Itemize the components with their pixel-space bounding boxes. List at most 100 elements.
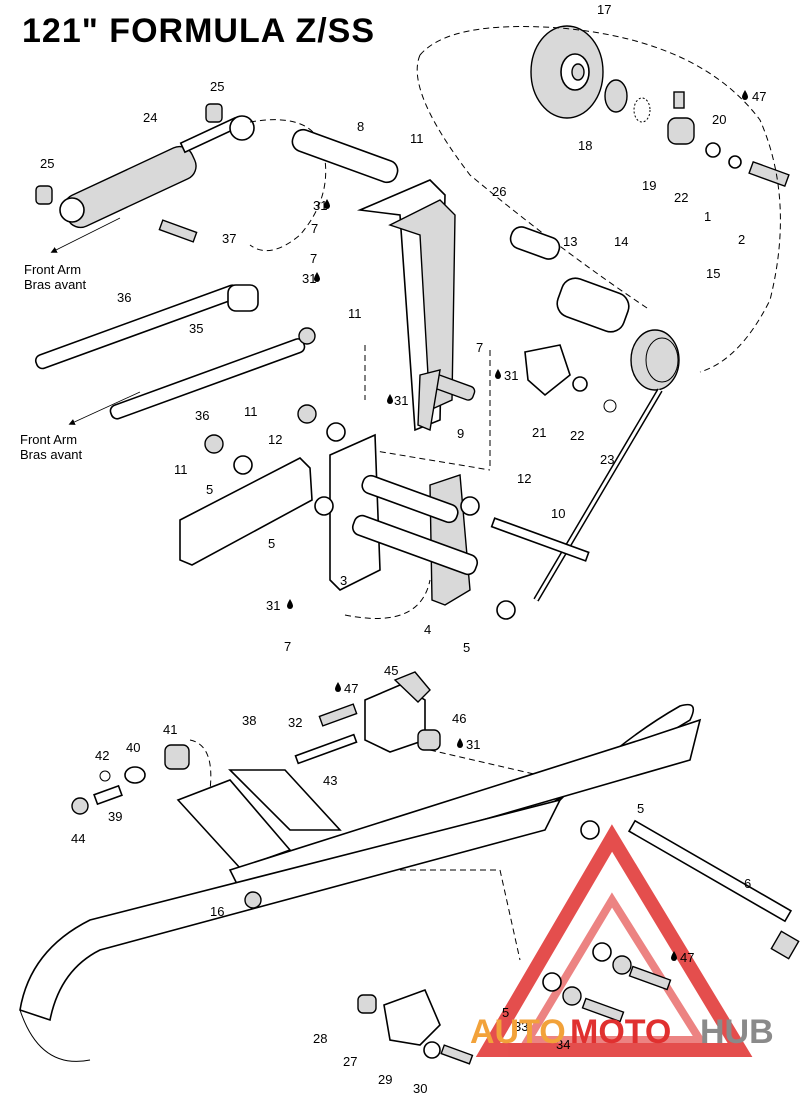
callout: 36	[195, 408, 209, 423]
long-axle-bolt	[627, 819, 793, 923]
rail-washer	[580, 820, 600, 840]
callout: 10	[551, 506, 565, 521]
callout: 13	[563, 234, 577, 249]
callout: 30	[413, 1081, 427, 1096]
pivot-sleeve	[556, 277, 630, 333]
watermark-text-auto: AUTO	[470, 1013, 566, 1051]
front-arm-bushing	[164, 744, 190, 770]
callout: 22	[570, 428, 584, 443]
stopper-washer	[423, 1041, 441, 1059]
idler-wheel-assembly	[416, 25, 790, 373]
lower-bracket-assembly	[179, 404, 590, 620]
rail-left	[19, 798, 562, 1022]
lower-cross-shaft	[361, 474, 459, 524]
callout: 26	[492, 184, 506, 199]
washer-stack	[124, 766, 146, 784]
front-arms	[34, 217, 316, 425]
shock-mount-line	[249, 119, 327, 252]
callout: 46	[452, 711, 466, 726]
shock-absorber	[35, 103, 327, 252]
washer-upper	[326, 422, 346, 442]
small-ring	[99, 770, 111, 782]
spacer-bushing	[667, 117, 695, 145]
callout: 31	[302, 271, 316, 286]
washer	[705, 142, 721, 158]
callout: 33	[514, 1019, 528, 1034]
rail-bolt-1	[628, 965, 672, 991]
watermark-triangle-inner	[520, 892, 708, 1044]
shock-bushing-bottom	[35, 185, 53, 205]
rail-nut-lower	[612, 955, 632, 975]
callout: 32	[288, 715, 302, 730]
washer-mid	[314, 496, 334, 516]
callout: 31	[313, 198, 327, 213]
rail-stopper	[383, 988, 441, 1046]
shock-eye-bottom	[59, 197, 85, 223]
oil-drop-icon	[387, 394, 393, 404]
callout: 5	[463, 640, 470, 655]
left-pivot-bracket	[329, 433, 381, 591]
callout: 31	[466, 737, 480, 752]
axle-bolt	[748, 160, 790, 188]
front-arm-note-en-2: Front Arm	[20, 432, 77, 447]
callout: 31	[266, 598, 280, 613]
watermark-text-hub: HUB	[700, 1013, 774, 1051]
pivot-arm-lever	[417, 369, 441, 431]
right-pivot-bracket	[429, 474, 471, 606]
callout: 1	[704, 209, 711, 224]
oil-drop-icon	[495, 369, 501, 379]
callout-labels: 17 47 20 18 19 22 1 2 25 24 25 8 11 26 3…	[40, 2, 766, 1096]
idler-boundary-line-lower	[416, 54, 651, 311]
callout: 36	[117, 290, 131, 305]
slide-rails	[19, 703, 800, 1065]
callout: 11	[348, 306, 362, 321]
callout: 20	[712, 112, 726, 127]
callout: 37	[222, 231, 236, 246]
callout: 31	[394, 393, 408, 408]
callout: 6	[744, 876, 751, 891]
callout: 18	[578, 138, 592, 153]
rail-nut	[244, 891, 262, 909]
front-arm-note-fr-1: Bras avant	[24, 277, 87, 292]
callout: 39	[108, 809, 122, 824]
callout: 38	[242, 713, 256, 728]
callout: 31	[504, 368, 518, 383]
cam-washer	[572, 376, 588, 392]
shock-bushing-top	[205, 103, 223, 123]
callout: 42	[95, 748, 109, 763]
callout: 5	[268, 536, 275, 551]
front-arm-upper	[34, 284, 240, 370]
callout: 23	[600, 452, 614, 467]
callout: 11	[244, 404, 258, 419]
front-arm-spacer	[227, 284, 259, 312]
stopper-bolt	[440, 1044, 474, 1065]
threaded-rod	[294, 733, 358, 765]
upper-cross-shaft	[291, 128, 399, 184]
front-arm-nut	[298, 327, 316, 345]
left-slide-bracket	[179, 457, 313, 566]
callout: 14	[614, 234, 628, 249]
front-arm-note-en-1: Front Arm	[24, 262, 81, 277]
stopper-bushing	[357, 994, 377, 1014]
rear-arm-right-plate	[388, 199, 456, 412]
callout: 7	[476, 340, 483, 355]
callout: 25	[210, 79, 224, 94]
callout: 34	[556, 1037, 570, 1052]
stopper-block-cap	[393, 671, 431, 703]
callout: 27	[343, 1054, 357, 1069]
callout: 28	[313, 1031, 327, 1046]
block-bushing	[417, 729, 441, 751]
callout: 5	[206, 482, 213, 497]
cross-shaft-bolt	[490, 517, 590, 562]
callout: 12	[268, 432, 282, 447]
callout: 47	[344, 681, 358, 696]
callout: 12	[517, 471, 531, 486]
callout: 11	[410, 131, 424, 146]
oil-drop-icon	[671, 951, 677, 961]
front-arm-yoke	[228, 769, 342, 831]
grease-line	[344, 579, 431, 619]
callout: 41	[163, 722, 177, 737]
callout: 43	[323, 773, 337, 788]
washer-left	[233, 455, 253, 475]
